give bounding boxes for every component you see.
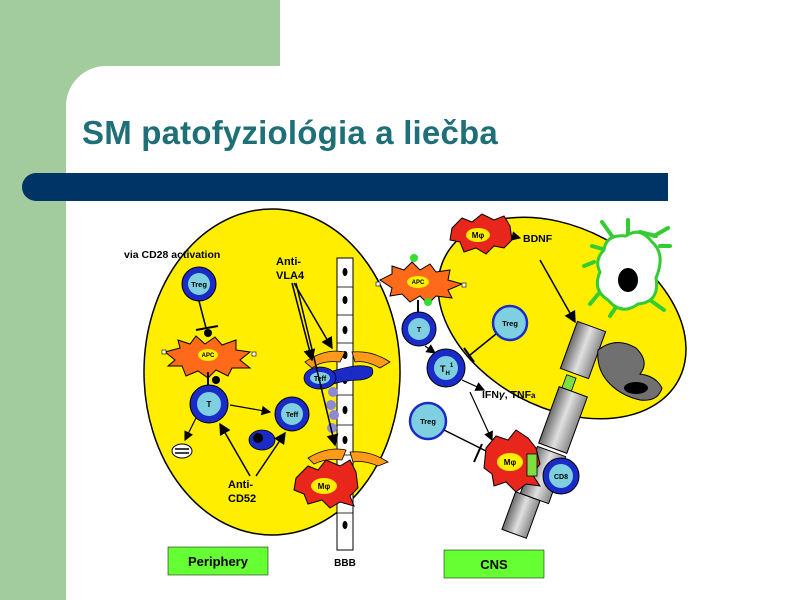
svg-text:T: T <box>207 400 212 409</box>
macrophage-cns-lower: Mφ <box>483 429 542 493</box>
svg-text:Treg: Treg <box>191 280 207 289</box>
bdnf-label: BDNF <box>523 233 553 245</box>
purple-blobs <box>326 387 339 433</box>
svg-text:Mφ: Mφ <box>472 231 485 240</box>
bbb-label: BBB <box>334 558 356 569</box>
cd8-cell: CD8 <box>542 457 580 495</box>
treg-cns-upper: Treg <box>491 304 529 342</box>
green-receptor <box>526 453 538 477</box>
svg-text:APC: APC <box>202 353 215 359</box>
macrophage-cns-top: Mφ <box>449 213 513 255</box>
anti-vla4-line2: VLA4 <box>276 270 305 282</box>
svg-text:Mφ: Mφ <box>504 458 517 467</box>
green-molecule-bottom <box>424 298 432 306</box>
teff-migrating-label: Teff <box>314 376 327 383</box>
anti-vla4-line1: Anti- <box>276 256 301 268</box>
svg-text:Teff: Teff <box>286 412 299 419</box>
svg-text:TH1: TH1 <box>440 363 454 377</box>
t-cell-periphery: T <box>189 384 229 424</box>
title-underline-bar <box>22 173 668 201</box>
svg-text:Treg: Treg <box>502 319 518 328</box>
vla4-receptor-top-right <box>351 351 391 369</box>
treg-cns-lower: Treg <box>408 401 448 441</box>
svg-text:CD8: CD8 <box>554 474 568 481</box>
svg-text:Treg: Treg <box>420 417 436 426</box>
cns-label: CNS <box>480 557 508 572</box>
green-molecule-top <box>410 254 418 262</box>
apc-periphery: APC <box>161 335 257 379</box>
ifn-tnf-label: IFNγ, TNFa <box>482 389 536 401</box>
neuron <box>582 218 672 318</box>
macrophage-periphery: Mφ <box>293 459 359 509</box>
treg-periphery: Treg <box>181 266 217 302</box>
dead-cell-symbol <box>171 443 193 459</box>
via-cd28-label: via CD28 activation <box>124 249 220 261</box>
periphery-box <box>167 546 269 576</box>
teff-periphery: Teff <box>274 396 310 432</box>
svg-text:T: T <box>417 327 422 334</box>
anti-cd52-line1: Anti- <box>228 479 253 491</box>
svg-text:Mφ: Mφ <box>318 482 331 491</box>
teff-migrating-tail <box>329 365 374 386</box>
apc-bbb: APC <box>375 261 467 305</box>
t-cell-cns: T <box>401 311 437 347</box>
background-green-left <box>0 0 66 600</box>
cns-box <box>443 549 545 579</box>
svg-text:APC: APC <box>412 280 425 286</box>
teff-migrating-core <box>310 372 330 384</box>
periphery-label: Periphery <box>188 554 249 569</box>
vla4-receptor-bottom <box>307 448 347 465</box>
slide-title: SM patofyziológia a liečba <box>82 114 498 151</box>
th1-cell: TH1 <box>426 348 466 388</box>
anti-cd52-line2: CD52 <box>228 493 256 505</box>
vla4-receptor-bottom-right <box>349 451 389 467</box>
